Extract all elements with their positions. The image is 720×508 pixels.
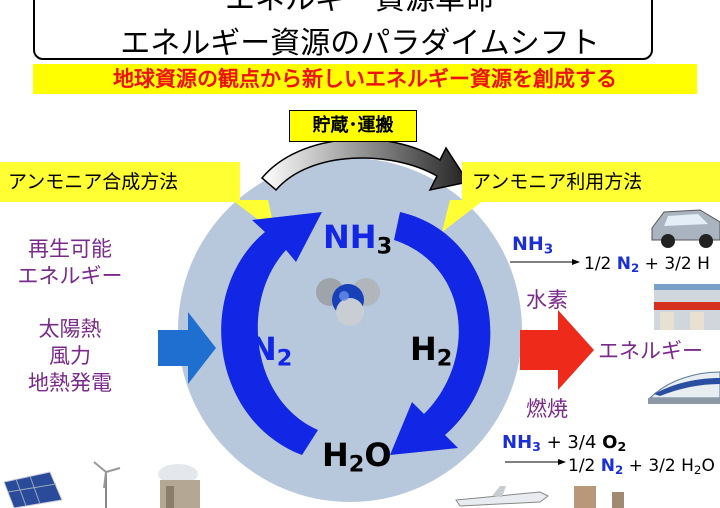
eq2-rhs-a: 1/2 <box>568 456 601 476</box>
eq2-lhs-c-sub: 2 <box>617 439 627 455</box>
title-line-1: エネルギー資源革命 <box>0 0 720 18</box>
renewable-energy-label: 再生可能 エネルギー <box>0 236 140 290</box>
n2-label: N2 <box>250 330 292 372</box>
eq1-lhs-main: NH <box>512 233 544 255</box>
eq2-rhs-b-sub: 2 <box>615 462 624 477</box>
eq2-lhs-b: + 3/4 <box>540 432 603 453</box>
nh3-main: NH <box>323 218 377 256</box>
eq2-rhs: 1/2 N2 + 3/2 H2O <box>568 456 715 477</box>
building-icon <box>574 486 624 508</box>
h2o-main: H <box>322 436 349 474</box>
synthesis-callout: アンモニア合成方法 <box>0 162 240 202</box>
h2o-tail: O <box>364 436 392 474</box>
output-arrow <box>520 310 594 390</box>
usage-callout-tail <box>442 200 484 232</box>
eq2-rhs-d: O <box>701 456 715 476</box>
n2-main: N <box>250 330 277 368</box>
energy-sources-list: 太陽熱 風力 地熱発電 <box>0 316 140 397</box>
source-wind: 風力 <box>49 344 91 368</box>
n2-sub: 2 <box>276 345 293 372</box>
right-cycle-arrow <box>390 212 491 455</box>
solar-panel-icon <box>3 471 63 508</box>
h2-sub: 2 <box>436 345 453 372</box>
wind-turbine-icon <box>93 461 121 508</box>
car-icon <box>651 209 720 248</box>
nh3-sub: 3 <box>376 233 393 260</box>
subtitle-highlight <box>33 64 697 94</box>
eq1-rhs-b: N <box>616 254 631 274</box>
h2-label: H2 <box>410 330 452 372</box>
eq1-rhs: 1/2 N2 + 3/2 H <box>584 254 710 275</box>
eq2-lhs-a: NH <box>502 432 533 453</box>
eq1-rhs-c: + 3/2 H <box>639 254 710 274</box>
h2-main: H <box>410 330 437 368</box>
eq2-lhs-c: O <box>602 432 618 453</box>
gas-station-icon <box>654 284 720 330</box>
subtitle: 地球資源の観点から新しいエネルギー資源を創成する <box>113 67 617 91</box>
usage-callout: アンモニア利用方法 <box>462 162 720 202</box>
h2o-label: H2O <box>322 436 392 478</box>
eq2-rhs-c: + 3/2 H <box>623 456 694 476</box>
h2o-sub: 2 <box>348 451 365 478</box>
eq2-lhs-a-sub: 3 <box>532 439 541 455</box>
airplane-icon <box>455 486 549 507</box>
input-arrow <box>158 312 216 384</box>
renewable-line-2: エネルギー <box>17 264 123 288</box>
combustion-label: 燃焼 <box>526 397 568 421</box>
left-cycle-arrow <box>221 212 322 455</box>
eq2-lhs: NH3 + 3/4 O2 <box>502 432 626 454</box>
geothermal-plant-icon <box>158 464 200 508</box>
hydrogen-label: 水素 <box>526 288 568 312</box>
nh3-label: NH3 <box>323 218 392 260</box>
energy-label: エネルギー <box>598 339 703 363</box>
title-line-2: エネルギー資源のパラダイムシフト <box>120 26 600 61</box>
eq2-rhs-c-sub: 2 <box>693 462 702 477</box>
storage-transport-label: 貯蔵･運搬 <box>289 110 417 142</box>
source-geothermal: 地熱発電 <box>28 371 112 395</box>
eq1-rhs-b-sub: 2 <box>631 260 640 275</box>
train-icon <box>648 371 720 404</box>
eq1-lhs: NH3 <box>512 233 553 257</box>
eq1-rhs-a: 1/2 <box>584 254 617 274</box>
ammonia-molecule-icon <box>316 278 380 326</box>
source-solar-heat: 太陽熱 <box>38 317 102 341</box>
eq2-rhs-b: N <box>600 456 615 476</box>
title-box <box>33 0 653 60</box>
renewable-line-1: 再生可能 <box>28 237 112 261</box>
eq1-lhs-sub: 3 <box>543 242 554 258</box>
